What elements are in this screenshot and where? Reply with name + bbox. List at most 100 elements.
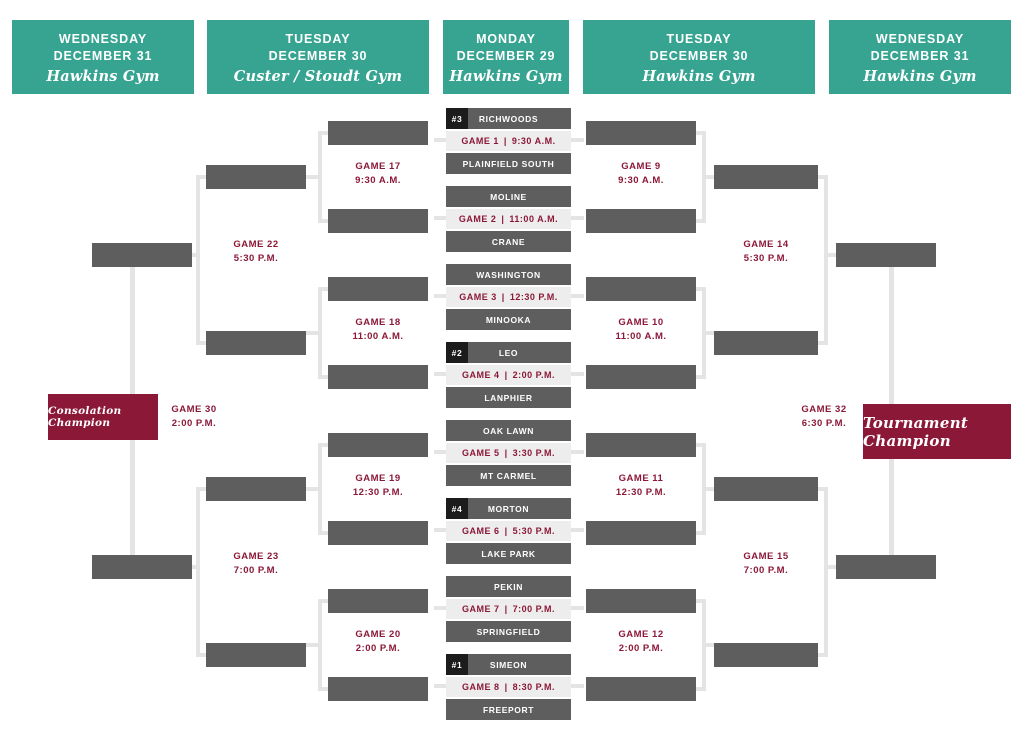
advancement-slot[interactable] — [714, 165, 818, 189]
advancement-slot[interactable] — [328, 277, 428, 301]
team-slot-top[interactable]: WASHINGTON — [446, 264, 571, 285]
game-time: 5:30 P.M. — [512, 526, 555, 536]
team-slot-bottom[interactable]: MINOOKA — [446, 309, 571, 330]
advancement-slot[interactable] — [328, 433, 428, 457]
matchup-game-1[interactable]: #3 RICHWOODS GAME 1 | 9:30 A.M. PLAINFIE… — [446, 108, 571, 176]
game-number: GAME 32 — [801, 404, 847, 415]
matchup-game-4[interactable]: #2 LEO GAME 4 | 2:00 P.M. LANPHIER — [446, 342, 571, 410]
connector — [318, 531, 330, 535]
advancement-slot[interactable] — [328, 677, 428, 701]
matchup-game-5[interactable]: OAK LAWN GAME 5 | 3:30 P.M. MT CARMEL — [446, 420, 571, 488]
game-time: 2:00 P.M. — [618, 642, 664, 654]
team-slot-top[interactable]: #1 SIMEON — [446, 654, 571, 675]
team-slot-top[interactable]: OAK LAWN — [446, 420, 571, 441]
game-time: 6:30 P.M. — [801, 417, 847, 429]
team-name: SPRINGFIELD — [476, 626, 541, 637]
team-slot-bottom[interactable]: CRANE — [446, 231, 571, 252]
day-header-left-outer: WEDNESDAY DECEMBER 31 Hawkins Gym — [12, 20, 194, 94]
header-venue: Hawkins Gym — [46, 68, 160, 85]
game-number: GAME 30 — [171, 404, 217, 415]
advancement-slot[interactable] — [714, 331, 818, 355]
game-number: GAME 23 — [233, 551, 279, 562]
connector — [570, 606, 584, 610]
connector — [318, 131, 322, 223]
connector — [318, 219, 330, 223]
advancement-slot[interactable] — [586, 589, 696, 613]
team-slot-top[interactable]: #4 MORTON — [446, 498, 571, 519]
advancement-slot[interactable] — [206, 643, 306, 667]
game-number: GAME 18 — [355, 317, 401, 328]
connector — [694, 443, 706, 447]
separator: | — [501, 214, 505, 224]
team-slot-bottom[interactable]: LANPHIER — [446, 387, 571, 408]
advancement-slot[interactable] — [206, 331, 306, 355]
team-slot-top[interactable]: MOLINE — [446, 186, 571, 207]
header-day-of-week: MONDAY — [476, 32, 536, 46]
team-slot-top[interactable]: PEKIN — [446, 576, 571, 597]
advancement-slot[interactable] — [714, 643, 818, 667]
team-name: MINOOKA — [485, 314, 532, 325]
matchup-game-2[interactable]: MOLINE GAME 2 | 11:00 A.M. CRANE — [446, 186, 571, 254]
connector — [694, 375, 706, 379]
seed-badge: #1 — [446, 654, 468, 675]
advancement-slot[interactable] — [328, 121, 428, 145]
game-time: 3:30 P.M. — [512, 448, 555, 458]
game-info-row[interactable]: GAME 4 | 2:00 P.M. — [446, 365, 571, 385]
game-time: 5:30 P.M. — [743, 252, 789, 264]
advancement-slot[interactable] — [586, 433, 696, 457]
header-date: DECEMBER 31 — [870, 48, 970, 63]
advancement-slot[interactable] — [328, 589, 428, 613]
separator: | — [504, 370, 508, 380]
connector — [570, 528, 584, 532]
advancement-slot[interactable] — [92, 555, 192, 579]
tournament-champion-box[interactable]: Tournament Champion — [863, 404, 1011, 459]
team-slot-bottom[interactable]: LAKE PARK — [446, 543, 571, 564]
advancement-slot[interactable] — [328, 521, 428, 545]
game-info-row[interactable]: GAME 6 | 5:30 P.M. — [446, 521, 571, 541]
advancement-slot[interactable] — [586, 521, 696, 545]
advancement-slot[interactable] — [586, 121, 696, 145]
game-info-row[interactable]: GAME 2 | 11:00 A.M. — [446, 209, 571, 229]
team-slot-bottom[interactable]: PLAINFIELD SOUTH — [446, 153, 571, 174]
game-info-row[interactable]: GAME 1 | 9:30 A.M. — [446, 131, 571, 151]
consolation-champion-box[interactable]: Consolation Champion — [48, 394, 158, 440]
advancement-slot[interactable] — [586, 209, 696, 233]
game-number: GAME 1 — [461, 136, 499, 146]
matchup-game-3[interactable]: WASHINGTON GAME 3 | 12:30 P.M. MINOOKA — [446, 264, 571, 332]
matchup-game-7[interactable]: PEKIN GAME 7 | 7:00 P.M. SPRINGFIELD — [446, 576, 571, 644]
advancement-slot[interactable] — [586, 677, 696, 701]
connector — [694, 599, 706, 603]
advancement-slot[interactable] — [92, 243, 192, 267]
team-name: SIMEON — [489, 659, 528, 670]
game-number: GAME 10 — [618, 317, 664, 328]
game-time: 8:30 P.M. — [512, 682, 555, 692]
connector — [318, 131, 330, 135]
game-info-row[interactable]: GAME 8 | 8:30 P.M. — [446, 677, 571, 697]
advancement-slot[interactable] — [206, 165, 306, 189]
team-slot-top[interactable]: #2 LEO — [446, 342, 571, 363]
advancement-slot[interactable] — [714, 477, 818, 501]
advancement-slot[interactable] — [328, 209, 428, 233]
advancement-slot[interactable] — [836, 555, 936, 579]
advancement-slot[interactable] — [206, 477, 306, 501]
team-slot-bottom[interactable]: FREEPORT — [446, 699, 571, 720]
team-slot-bottom[interactable]: SPRINGFIELD — [446, 621, 571, 642]
team-name: MT CARMEL — [480, 470, 537, 481]
advancement-slot[interactable] — [586, 277, 696, 301]
advancement-slot[interactable] — [328, 365, 428, 389]
matchup-game-6[interactable]: #4 MORTON GAME 6 | 5:30 P.M. LAKE PARK — [446, 498, 571, 566]
matchup-game-8[interactable]: #1 SIMEON GAME 8 | 8:30 P.M. FREEPORT — [446, 654, 571, 722]
game-number: GAME 6 — [462, 526, 500, 536]
advancement-slot[interactable] — [836, 243, 936, 267]
connector — [570, 684, 584, 688]
seed-badge: #2 — [446, 342, 468, 363]
connector — [570, 294, 584, 298]
game-info-row[interactable]: GAME 5 | 3:30 P.M. — [446, 443, 571, 463]
game-info-row[interactable]: GAME 7 | 7:00 P.M. — [446, 599, 571, 619]
team-slot-bottom[interactable]: MT CARMEL — [446, 465, 571, 486]
game-info-row[interactable]: GAME 3 | 12:30 P.M. — [446, 287, 571, 307]
team-slot-top[interactable]: #3 RICHWOODS — [446, 108, 571, 129]
advancement-slot[interactable] — [586, 365, 696, 389]
team-name: MORTON — [487, 503, 530, 514]
